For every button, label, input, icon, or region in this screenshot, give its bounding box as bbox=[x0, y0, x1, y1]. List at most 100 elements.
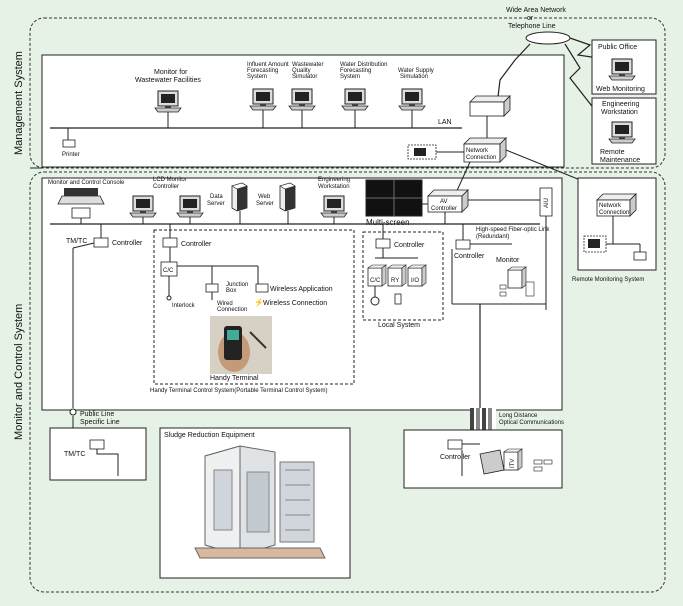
wd-label-1: Water Distribution bbox=[340, 62, 387, 68]
remote-net-label-1: Network bbox=[599, 203, 622, 209]
wireless-app-label: Wireless Application bbox=[270, 286, 333, 293]
public-line-label-2: Specific Line bbox=[80, 419, 120, 426]
junction-label-1: Junction bbox=[226, 282, 248, 288]
wireless-app-box bbox=[255, 283, 269, 293]
public-line-icon bbox=[69, 408, 77, 416]
remote-tmtc-ctrl-box bbox=[89, 439, 105, 450]
right-controller-label: Controller bbox=[454, 253, 485, 260]
sludge-equipment-icon bbox=[194, 445, 326, 559]
wwq-label-2: Quality bbox=[292, 68, 311, 74]
data-server-icon bbox=[231, 182, 248, 212]
junction-box-icon bbox=[205, 283, 219, 293]
monitor-ww-label-2: Wastewater Facilities bbox=[135, 77, 201, 84]
local-system-label: Local System bbox=[378, 322, 420, 329]
handy-controller-box bbox=[162, 237, 178, 248]
remote-net-label-2: Connection bbox=[599, 210, 629, 216]
console-label: Monitor and Control Console bbox=[48, 180, 125, 186]
remote-site-printer-icon bbox=[479, 449, 505, 475]
multiscreen-label: Multi-screen bbox=[366, 218, 410, 227]
remote-site-controller-box bbox=[447, 439, 463, 450]
ry-label: RY bbox=[391, 278, 399, 284]
web-monitoring-label: Web Monitoring bbox=[596, 86, 645, 93]
wired-label-1: Wired bbox=[217, 301, 233, 307]
io-label: I/O bbox=[411, 278, 419, 284]
data-server-label-1: Data bbox=[210, 194, 223, 200]
printer-icon bbox=[62, 139, 76, 148]
itv-label: ITV bbox=[510, 459, 516, 468]
remote-site-controller-label: Controller bbox=[440, 454, 471, 461]
net-conn-label-1: Network bbox=[466, 148, 489, 154]
public-office-pc-icon bbox=[608, 58, 636, 81]
ws-label-2: Simulation bbox=[400, 74, 428, 80]
router-top bbox=[469, 95, 511, 103]
web-server-label-2: Server bbox=[256, 201, 274, 207]
tmtc-controller-label: Controller bbox=[112, 240, 143, 247]
av-label-2: Controller bbox=[431, 206, 457, 212]
lcd-label-1: LCD Monitor bbox=[153, 177, 187, 183]
monitor-label: Monitor bbox=[496, 257, 520, 264]
printer-label: Printer bbox=[62, 152, 80, 158]
local-controller-box bbox=[375, 238, 391, 249]
handy-controller-label: Controller bbox=[181, 241, 212, 248]
long-dist-label-2: Optical Communications bbox=[499, 420, 564, 426]
wan-link-remote bbox=[564, 43, 596, 111]
junction-label-2: Box bbox=[226, 288, 236, 294]
handy-terminal-label: Handy Terminal bbox=[210, 375, 259, 382]
monitor-ww-pc-icon bbox=[154, 90, 182, 113]
lightning-icon: ⚡ bbox=[254, 297, 264, 307]
remote-mon-label: Remote Monitoring System bbox=[572, 277, 644, 283]
lcd-label-2: Controller bbox=[153, 184, 179, 190]
wireless-conn-label: Wireless Connection bbox=[263, 300, 327, 307]
public-office-label: Public Office bbox=[598, 44, 637, 51]
management-section-label: Management System bbox=[13, 51, 25, 155]
wd-label-2: Forecasting bbox=[340, 68, 371, 74]
local-controller-label: Controller bbox=[394, 242, 425, 249]
eng-ws-ctrl-label-2: Workstation bbox=[318, 184, 350, 190]
inflow-label-2: Forecasting bbox=[247, 68, 278, 74]
handy-system-label: Handy Terminal Control System(Portable T… bbox=[150, 388, 328, 394]
tmtc-label-1: TM/TC bbox=[66, 238, 87, 245]
inflow-label-1: Influent Amount bbox=[247, 62, 289, 68]
public-line-label-1: Public Line bbox=[80, 411, 114, 418]
monitor-control-section-label: Monitor and Control System bbox=[13, 304, 25, 440]
remote-eng-label-2: Workstation bbox=[601, 109, 638, 116]
motor-icon bbox=[370, 296, 380, 306]
remote-maint-label-1: Remote bbox=[600, 149, 625, 156]
wwq-label-3: Simulator bbox=[292, 74, 317, 80]
monitor-ww-label-1: Monitor for bbox=[154, 69, 188, 76]
ws-pc-icon bbox=[398, 88, 426, 111]
wwq-label-1: Wastewater bbox=[292, 62, 323, 68]
eng-ws-ctrl-label-1: Engineering bbox=[318, 177, 350, 183]
fiber-label-2: (Redundant) bbox=[476, 234, 509, 240]
av-label-1: AV bbox=[440, 199, 448, 205]
interlock-label: Interlock bbox=[172, 303, 196, 309]
local-cc-label: C/C bbox=[370, 278, 381, 284]
wan-link-public bbox=[569, 37, 599, 59]
remote-eng-label-1: Engineering bbox=[602, 101, 639, 108]
inflow-pc-icon bbox=[249, 88, 277, 111]
console-icon bbox=[57, 195, 105, 205]
wd-pc-icon bbox=[341, 88, 369, 111]
sludge-label: Sludge Reduction Equipment bbox=[164, 432, 255, 439]
fiber-label-1: High-speed Fiber-optic Link bbox=[476, 227, 550, 233]
web-server-icon bbox=[279, 182, 296, 212]
wd-label-3: System bbox=[340, 74, 360, 80]
inflow-label-3: System bbox=[247, 74, 267, 80]
long-dist-label-1: Long Distance bbox=[499, 413, 538, 419]
aiu-label: AIU bbox=[544, 198, 550, 208]
wan-label-1: Wide Area Network bbox=[506, 7, 566, 14]
remote-tmtc-label: TM/TC bbox=[64, 451, 85, 458]
wan-link-router bbox=[497, 43, 531, 98]
right-controller-box bbox=[455, 239, 471, 250]
wired-label-2: Connection bbox=[217, 307, 247, 313]
web-server-label-1: Web bbox=[258, 194, 271, 200]
cc-label: C/C bbox=[163, 268, 174, 274]
wan-label-2: or bbox=[527, 15, 534, 22]
monitor-cabinet-icon bbox=[507, 266, 527, 289]
lan-label: LAN bbox=[438, 119, 452, 126]
wan-cloud bbox=[525, 31, 571, 45]
router-icon bbox=[469, 101, 505, 117]
tmtc-controller-box bbox=[93, 237, 109, 248]
